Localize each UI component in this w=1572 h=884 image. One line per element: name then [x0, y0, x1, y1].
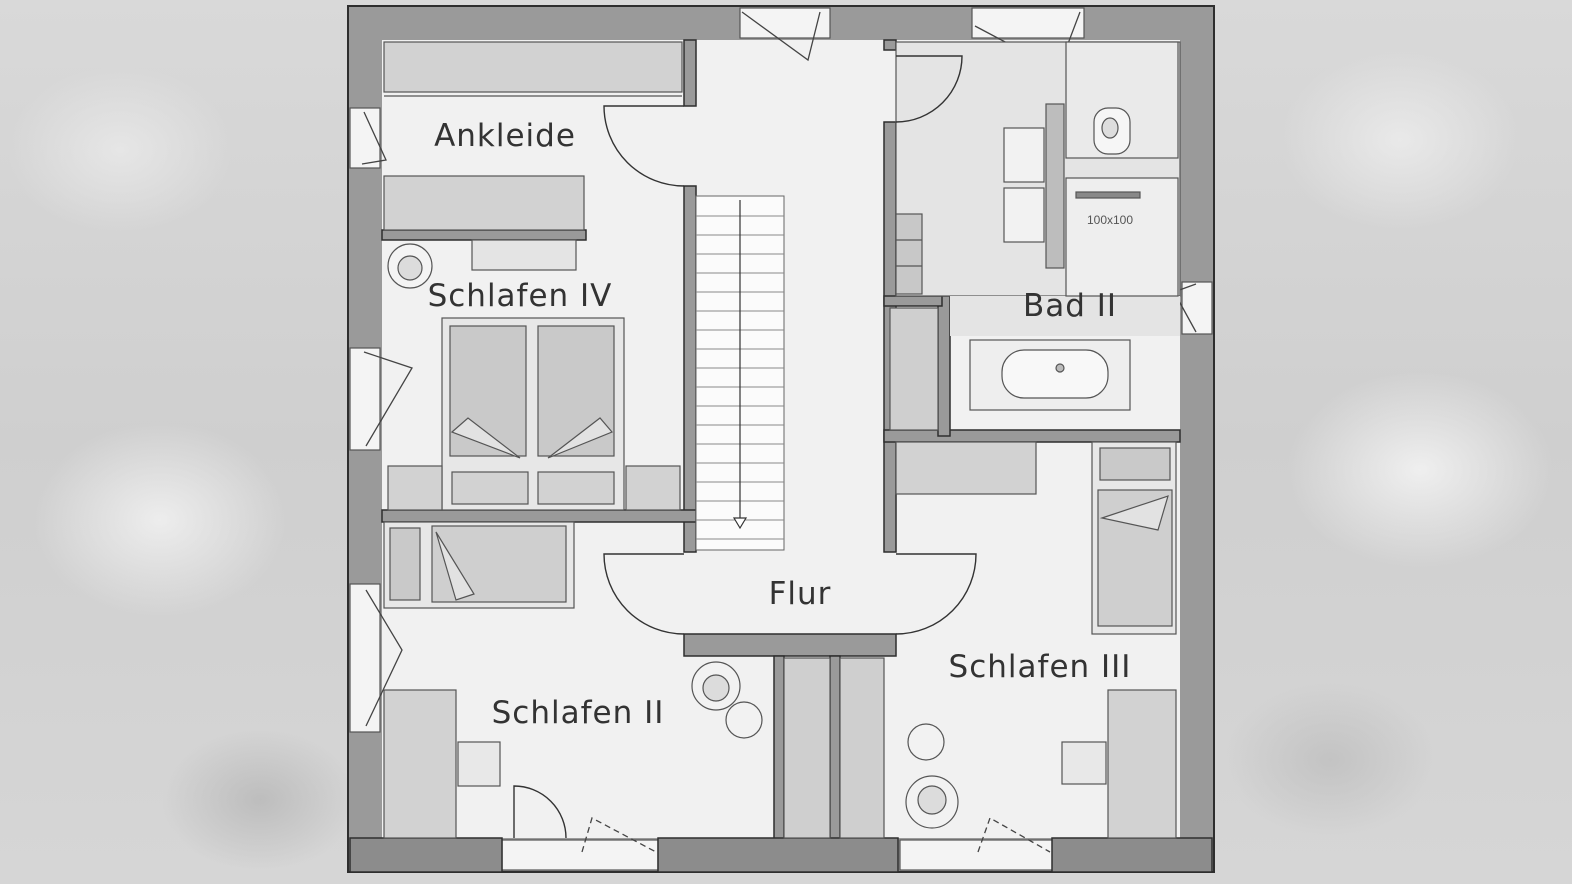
wardrobe-flur: [889, 307, 939, 431]
wardrobe-schlafen-ii: [783, 657, 885, 839]
door-swings: [513, 55, 977, 839]
desk-schlafen-iii: [895, 441, 1177, 839]
wardrobes: [383, 41, 683, 231]
double-bed: [387, 317, 681, 511]
desk-schlafen-ii: [383, 661, 763, 839]
desk-schlafen-iv: [387, 239, 577, 289]
room-label-bad-ii: Bad II: [1023, 288, 1117, 324]
room-label-schlafen-iv: Schlafen IV: [428, 278, 613, 314]
single-bed-schlafen-ii: [383, 521, 575, 609]
room-label-schlafen-iii: Schlafen III: [949, 649, 1132, 685]
single-bed-schlafen-iii: [1091, 441, 1177, 635]
room-label-ankleide: Ankleide: [434, 118, 576, 154]
room-label-schlafen-ii: Schlafen II: [492, 695, 665, 731]
bathroom-fixtures: [895, 41, 1181, 411]
room-label-flur: Flur: [769, 576, 832, 612]
stair-direction-arrow: [732, 200, 748, 530]
shower-dimension-label: 100x100: [1087, 213, 1133, 227]
